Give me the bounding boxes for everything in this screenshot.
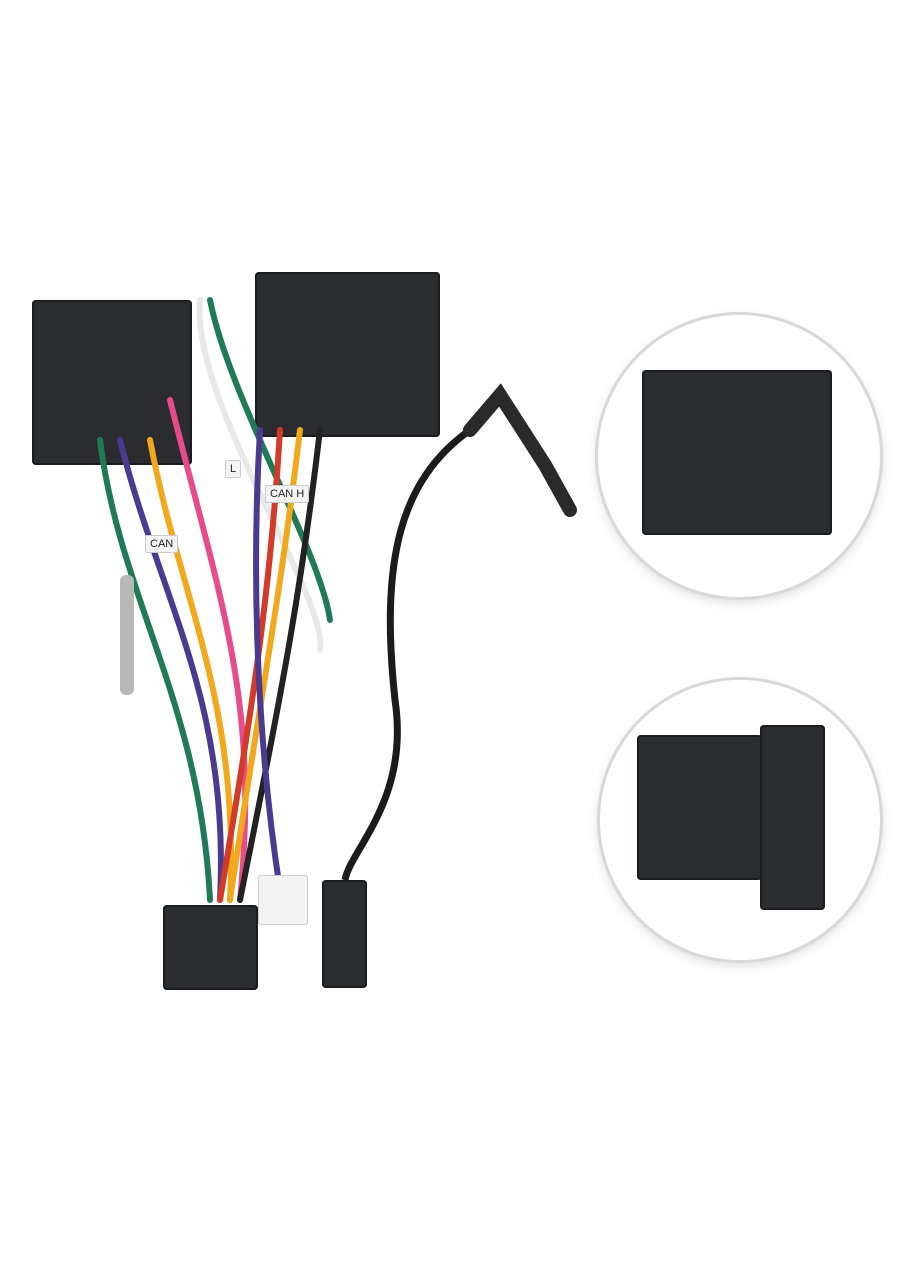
antenna-plug: [322, 880, 367, 988]
inset-iso-connector: [600, 680, 880, 960]
inset-quadlock-connector: [598, 315, 880, 597]
harness-connector-left: [32, 300, 192, 465]
harness-connector-right: [255, 272, 440, 437]
small-white-connector: [258, 875, 308, 925]
wire-tag-can-h: CAN H: [265, 485, 310, 503]
wire-tag-can: CAN: [145, 535, 179, 553]
head-unit-connector-16pin: [163, 905, 258, 990]
wire-tag-l: L: [225, 460, 242, 478]
